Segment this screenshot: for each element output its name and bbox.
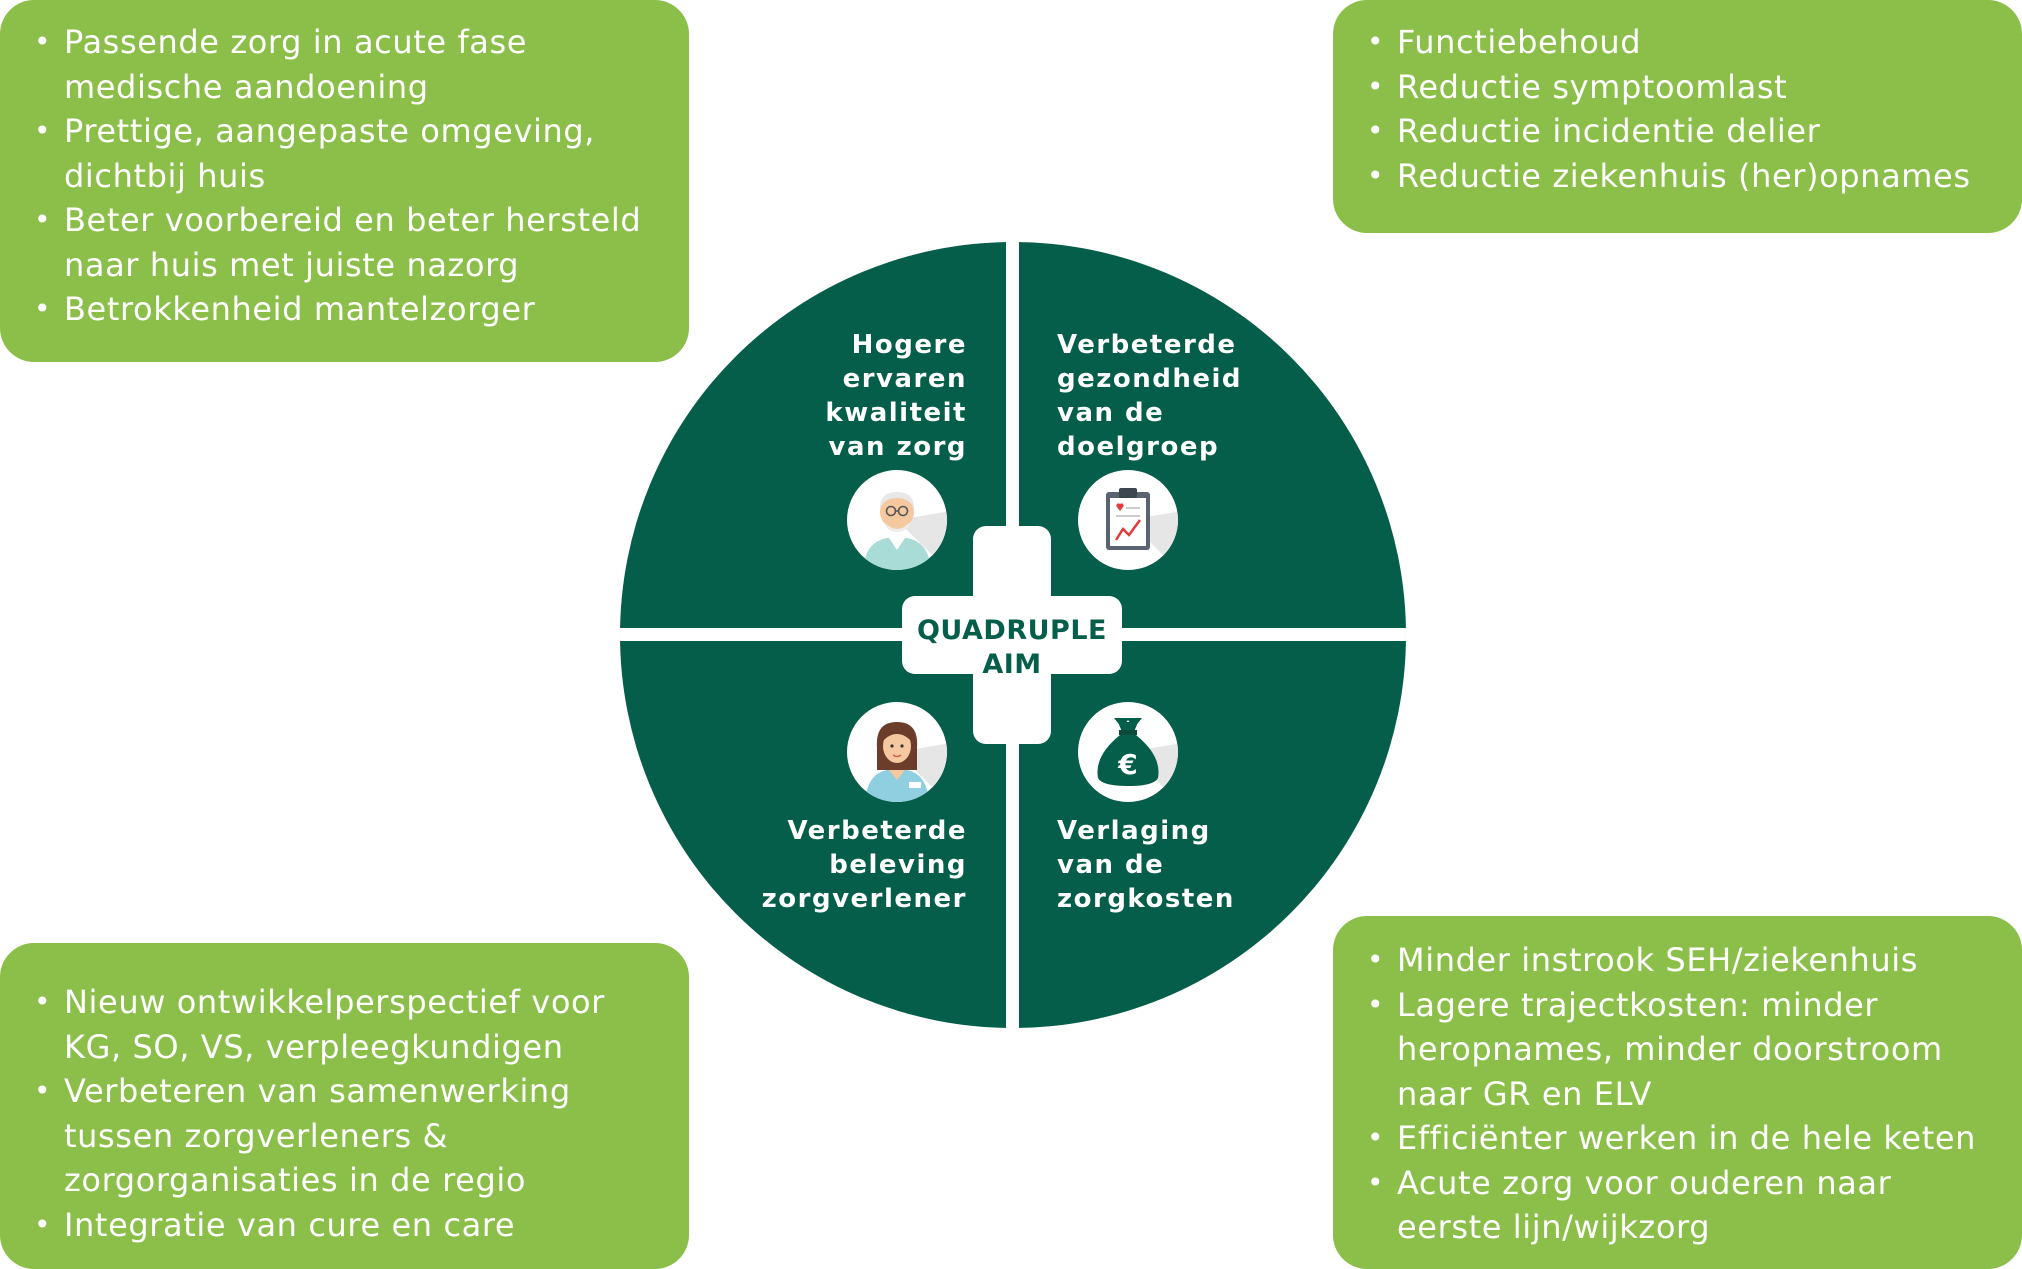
list-item: Reductie symptoomlast (1363, 65, 2022, 110)
clipboard-chart-icon (1078, 470, 1178, 570)
list-item: Prettige, aangepaste omgeving,dichtbij h… (30, 109, 689, 198)
quadrant-label-line: zorgverlener (762, 884, 967, 914)
quadrant-label-line: van de (1057, 398, 1164, 428)
quadrant-label-line: gezondheid (1057, 364, 1242, 394)
outcome-box-bottom-right: Minder instrook SEH/ziekenhuis Lagere tr… (1333, 916, 2022, 1269)
list-item: Lagere trajectkosten: minderheropnames, … (1363, 983, 2022, 1117)
list-item: Efficiënter werken in de hele keten (1363, 1116, 2022, 1161)
quadrant-label-line: beleving (829, 850, 967, 880)
quadrant-label-line: Verlaging (1057, 816, 1211, 846)
quadrant-label-line: Hogere (852, 330, 967, 360)
outcome-box-top-right: Functiebehoud Reductie symptoomlast Redu… (1333, 0, 2022, 233)
center-title-line-1: QUADRUPLE (917, 615, 1107, 646)
quadrant-bottom-right: Verlaging van de zorgkosten (1057, 816, 1235, 914)
quadrant-label-line: doelgroep (1057, 432, 1219, 462)
svg-text:€: € (1117, 748, 1137, 781)
quadrant-label-line: ervaren (843, 364, 967, 394)
quadrant-label-line: Verbeterde (1057, 330, 1237, 360)
center-title-line-2: AIM (982, 649, 1041, 680)
center-cross-badge (902, 526, 1122, 744)
nurse-icon (847, 702, 947, 802)
list-item: Betrokkenheid mantelzorger (30, 287, 689, 332)
quadrant-label-line: van de (1057, 850, 1164, 880)
quadrant-top-right: Verbeterde gezondheid van de doelgroep (1057, 330, 1242, 462)
outcome-list: Functiebehoud Reductie symptoomlast Redu… (1363, 20, 2022, 198)
outcome-list: Minder instrook SEH/ziekenhuis Lagere tr… (1363, 938, 2022, 1250)
quadrant-label-line: van zorg (829, 432, 967, 462)
list-item: Functiebehoud (1363, 20, 2022, 65)
list-item: Minder instrook SEH/ziekenhuis (1363, 938, 2022, 983)
list-item: Integratie van cure en care (30, 1203, 689, 1248)
quadrant-label-line: zorgkosten (1057, 884, 1235, 914)
list-item: Reductie incidentie delier (1363, 109, 2022, 154)
list-item: Reductie ziekenhuis (her)opnames (1363, 154, 2022, 199)
quadrant-label-line: kwaliteit (825, 398, 967, 428)
quadrant-top-left: Hogere ervaren kwaliteit van zorg (825, 330, 967, 462)
quadrant-bottom-left: Verbeterde beleving zorgverlener (762, 816, 967, 914)
quadrant-label-line: Verbeterde (787, 816, 967, 846)
